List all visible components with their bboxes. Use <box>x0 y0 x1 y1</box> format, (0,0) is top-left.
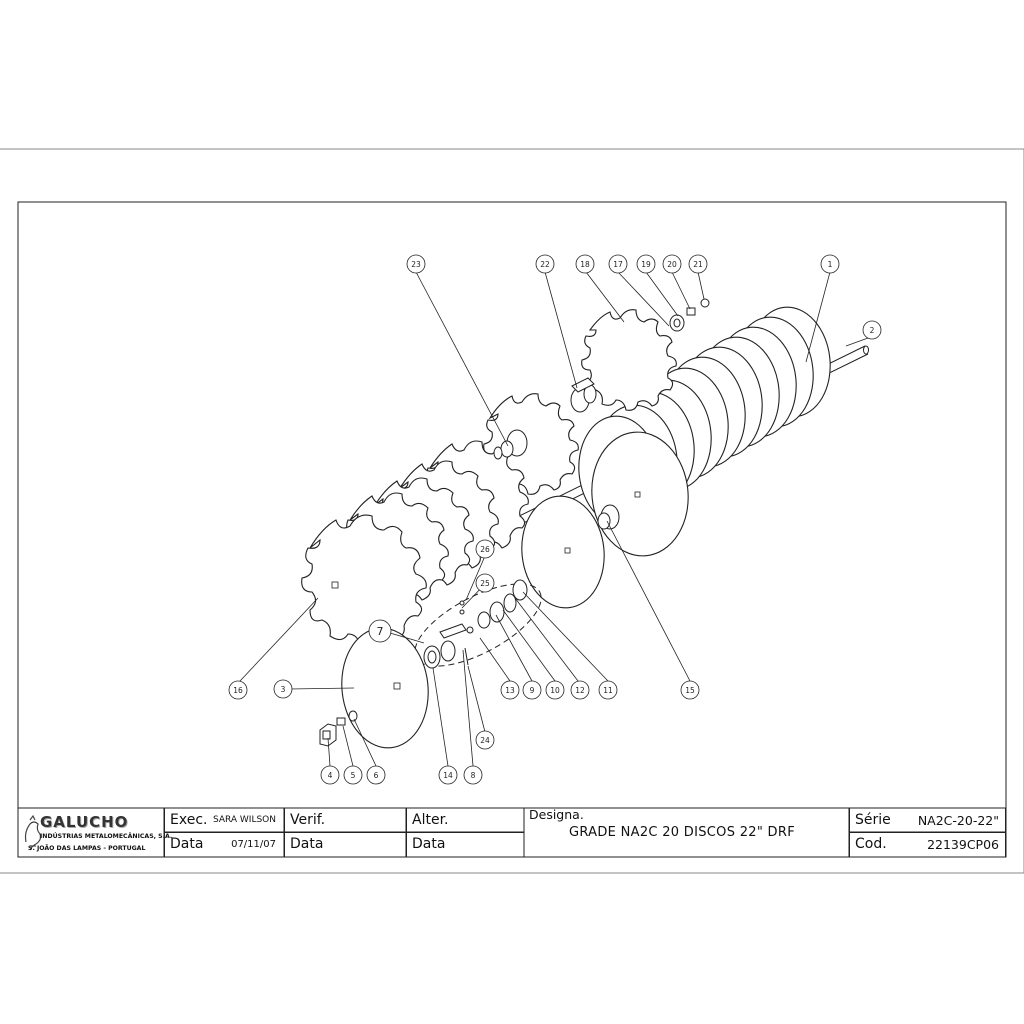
svg-text:12: 12 <box>575 686 585 695</box>
balloon-17: 17 <box>608 254 628 274</box>
svg-text:1: 1 <box>828 260 833 269</box>
alter-cell: Alter. Data <box>406 808 524 857</box>
svg-text:15: 15 <box>685 686 695 695</box>
exec-date-row: Data 07/11/07 <box>165 832 284 856</box>
cod-label: Cod. <box>855 836 887 852</box>
leader-lines <box>239 271 869 767</box>
balloon-13: 13 <box>500 680 520 700</box>
balloon-21: 21 <box>688 254 708 274</box>
smooth-disc-single <box>521 495 605 609</box>
balloon-7: 7 <box>368 619 392 643</box>
bearing-group-parts <box>423 579 528 669</box>
svg-text:8: 8 <box>471 771 476 780</box>
balloon-5: 5 <box>343 765 363 785</box>
designation-value: GRADE NA2C 20 DISCOS 22" DRF <box>569 825 795 840</box>
balloon-24: 24 <box>475 730 495 750</box>
notched-disc-stack <box>301 309 677 647</box>
exec-date-value: 07/11/07 <box>231 838 276 850</box>
company-name: INDÚSTRIAS METALOMECÂNICAS, S.A. <box>40 833 173 840</box>
balloon-callouts: 1 2 3 4 5 6 7 8 9 10 11 12 13 14 15 16 1… <box>228 254 882 785</box>
balloon-3: 3 <box>273 679 293 699</box>
svg-text:26: 26 <box>480 545 490 554</box>
end-nut-assembly <box>319 710 358 747</box>
cod-row: Cod. 22139CP06 <box>850 832 1005 856</box>
sheet-border <box>0 148 1024 874</box>
bearing-housing-22 <box>570 377 597 413</box>
bearing-23 <box>493 429 528 460</box>
verif-date-label: Data <box>290 836 324 852</box>
svg-text:2: 2 <box>870 326 875 335</box>
alter-label: Alter. <box>412 812 449 828</box>
svg-text:19: 19 <box>641 260 651 269</box>
svg-text:6: 6 <box>374 771 379 780</box>
svg-text:20: 20 <box>667 260 677 269</box>
svg-text:18: 18 <box>580 260 590 269</box>
svg-text:16: 16 <box>233 686 243 695</box>
verif-row: Verif. <box>285 808 406 833</box>
designation-label: Designa. <box>529 807 584 822</box>
svg-text:10: 10 <box>550 686 560 695</box>
balloon-2: 2 <box>862 320 882 340</box>
exec-cell: Exec. SARA WILSON Data 07/11/07 <box>164 808 284 857</box>
balloon-14: 14 <box>438 765 458 785</box>
exec-row: Exec. SARA WILSON <box>165 808 284 833</box>
balloon-20: 20 <box>662 254 682 274</box>
balloon-18: 18 <box>575 254 595 274</box>
balloon-25: 25 <box>475 573 495 593</box>
balloon-1: 1 <box>820 254 840 274</box>
svg-text:21: 21 <box>693 260 703 269</box>
company-address: S. JOÃO DAS LAMPAS - PORTUGAL <box>28 845 146 852</box>
verif-cell: Verif. Data <box>284 808 406 857</box>
serie-cell: Série NA2C-20-22" Cod. 22139CP06 <box>849 808 1006 857</box>
svg-text:13: 13 <box>505 686 515 695</box>
serie-label: Série <box>855 812 891 828</box>
balloon-9: 9 <box>522 680 542 700</box>
balloon-11: 11 <box>598 680 618 700</box>
balloon-10: 10 <box>545 680 565 700</box>
exec-label: Exec. <box>170 812 208 828</box>
bearing-15 <box>597 504 620 530</box>
rooster-logo-icon <box>24 814 42 851</box>
svg-text:17: 17 <box>613 260 623 269</box>
balloon-6: 6 <box>366 765 386 785</box>
balloon-4: 4 <box>320 765 340 785</box>
svg-text:25: 25 <box>480 579 490 588</box>
small-parts-17-21 <box>669 298 710 332</box>
balloon-12: 12 <box>570 680 590 700</box>
balloon-23: 23 <box>406 254 426 274</box>
svg-text:7: 7 <box>377 625 384 638</box>
exec-date-label: Data <box>170 836 204 852</box>
alter-row: Alter. <box>407 808 524 833</box>
svg-text:14: 14 <box>443 771 453 780</box>
alter-date-label: Data <box>412 836 446 852</box>
svg-text:23: 23 <box>411 260 421 269</box>
balloon-16: 16 <box>228 680 248 700</box>
cod-value: 22139CP06 <box>927 836 999 852</box>
verif-date-row: Data <box>285 832 406 856</box>
verif-label: Verif. <box>290 812 326 828</box>
balloon-8: 8 <box>463 765 483 785</box>
svg-text:5: 5 <box>351 771 356 780</box>
svg-text:24: 24 <box>480 736 490 745</box>
svg-text:4: 4 <box>328 771 333 780</box>
brand-name: GALUCHO <box>40 813 129 831</box>
serie-row: Série NA2C-20-22" <box>850 808 1005 833</box>
balloon-22: 22 <box>535 254 555 274</box>
svg-text:11: 11 <box>603 686 613 695</box>
exec-value: SARA WILSON <box>212 815 276 825</box>
svg-text:3: 3 <box>281 685 286 694</box>
serie-value: NA2C-20-22" <box>917 812 999 828</box>
balloon-15: 15 <box>680 680 700 700</box>
alter-date-row: Data <box>407 832 524 856</box>
svg-text:9: 9 <box>530 686 535 695</box>
balloon-26: 26 <box>475 539 495 559</box>
balloon-19: 19 <box>636 254 656 274</box>
svg-text:22: 22 <box>540 260 550 269</box>
